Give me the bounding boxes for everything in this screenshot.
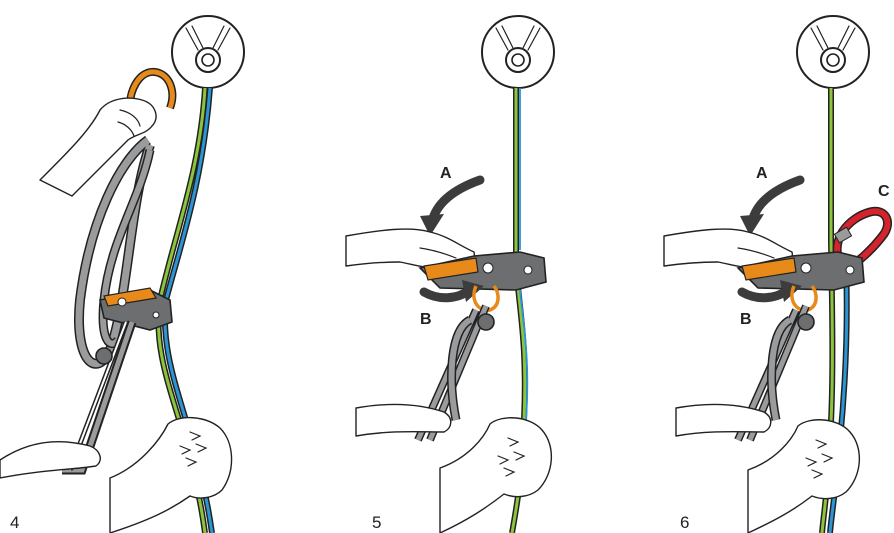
anchor-icon (481, 15, 555, 89)
anchor-icon (171, 15, 245, 89)
label-b: B (740, 311, 752, 328)
harness-waist (675, 403, 772, 437)
foot-loop-sling (74, 135, 155, 369)
step-number-4: 4 (10, 513, 19, 532)
arrow-a-icon (740, 175, 805, 236)
panel-5: A B (345, 15, 555, 533)
rope-clamp-device (736, 251, 865, 291)
panel-6: C A B (663, 15, 892, 533)
label-a: A (756, 165, 768, 182)
label-a: A (440, 165, 452, 182)
hand-lower-fist (109, 417, 233, 533)
step-number-5: 5 (372, 513, 381, 532)
carabiner-red (832, 206, 892, 272)
hand-lower-fist (747, 419, 861, 533)
handled-ascender (99, 287, 173, 331)
harness-waist (355, 403, 452, 437)
label-b: B (420, 311, 432, 328)
step-number-6: 6 (680, 513, 689, 532)
panel-4: 4 (0, 15, 245, 533)
rope-clamp-device (418, 251, 547, 291)
hand-lower-fist (439, 417, 553, 533)
harness-waist (0, 441, 101, 479)
label-c: C (878, 183, 890, 200)
hand-upper (39, 97, 157, 197)
carabiner-orange (472, 284, 500, 312)
carabiner-orange (125, 67, 177, 113)
arrow-a-icon (420, 175, 485, 236)
anchor-icon (796, 15, 870, 89)
